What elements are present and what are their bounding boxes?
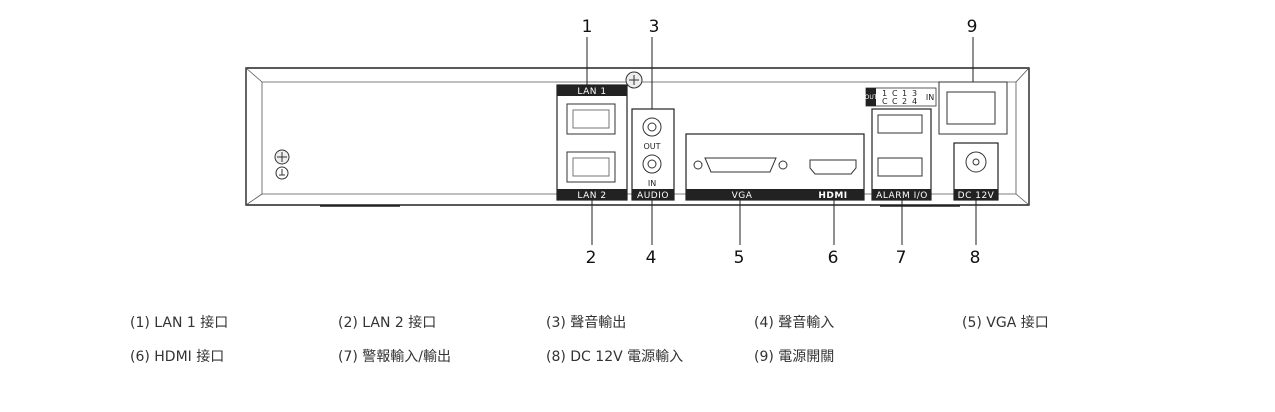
callout-5: 5 <box>734 248 745 268</box>
io-bottom-3: 4 <box>912 97 917 106</box>
dc-label: DC 12V <box>958 191 995 201</box>
io-top-2: 1 <box>902 89 907 98</box>
io-bottom-0: C <box>882 97 888 106</box>
io-top-3: 3 <box>912 89 917 98</box>
io-bottom-2: 2 <box>902 97 907 106</box>
vga-label: VGA <box>732 191 753 201</box>
chassis-screw-icon <box>625 71 643 89</box>
legend-item-6: (6) HDMI 接口 <box>130 349 225 365</box>
legend-item-5: (5) VGA 接口 <box>962 315 1049 331</box>
callout-4: 4 <box>646 248 657 268</box>
ground-screw-icon <box>274 149 290 180</box>
legend-item-9: (9) 電源開關 <box>754 349 835 365</box>
video-ports: VGA HDMI <box>685 133 865 201</box>
lan-ports: LAN 1 LAN 2 <box>556 84 628 201</box>
device-chassis <box>245 67 1030 207</box>
audio-ports: OUT IN AUDIO <box>631 108 675 201</box>
callout-3: 3 <box>649 17 660 37</box>
audio-out-label: OUT <box>643 142 660 151</box>
legend-item-7: (7) 警報輸入/輸出 <box>338 349 451 365</box>
alarm-label: ALARM I/O <box>876 191 928 201</box>
callout-8: 8 <box>970 248 981 268</box>
io-top-0: 1 <box>882 89 887 98</box>
rear-panel-diagram: LAN 1 LAN 2 OUT IN AUDIO VGA HDMI OUT IN <box>245 17 1030 268</box>
callout-9: 9 <box>967 17 978 37</box>
callout-7: 7 <box>896 248 907 268</box>
legend-item-1: (1) LAN 1 接口 <box>130 315 229 331</box>
lan1-label: LAN 1 <box>577 87 606 97</box>
audio-label: AUDIO <box>637 191 669 201</box>
audio-in-label: IN <box>648 179 656 188</box>
callout-leaders <box>586 37 977 245</box>
legend: (1) LAN 1 接口 (2) LAN 2 接口 (3) 聲音輸出 (4) 聲… <box>0 300 1275 412</box>
callout-2: 2 <box>586 248 597 268</box>
legend-item-8: (8) DC 12V 電源輸入 <box>546 349 684 365</box>
io-bottom-1: C <box>892 97 898 106</box>
legend-item-3: (3) 聲音輸出 <box>546 315 627 331</box>
callout-numbers: 1 2 3 4 5 6 7 8 9 <box>582 17 981 268</box>
dc-power-input: DC 12V <box>953 142 999 201</box>
legend-item-2: (2) LAN 2 接口 <box>338 315 437 331</box>
callout-1: 1 <box>582 17 593 37</box>
io-in-label: IN <box>926 93 934 102</box>
callout-6: 6 <box>828 248 839 268</box>
hdmi-label: HDMI <box>818 191 847 201</box>
io-out-label: OUT <box>865 94 878 101</box>
io-top-1: C <box>892 89 898 98</box>
legend-item-4: (4) 聲音輸入 <box>754 315 835 331</box>
lan2-label: LAN 2 <box>577 191 606 201</box>
